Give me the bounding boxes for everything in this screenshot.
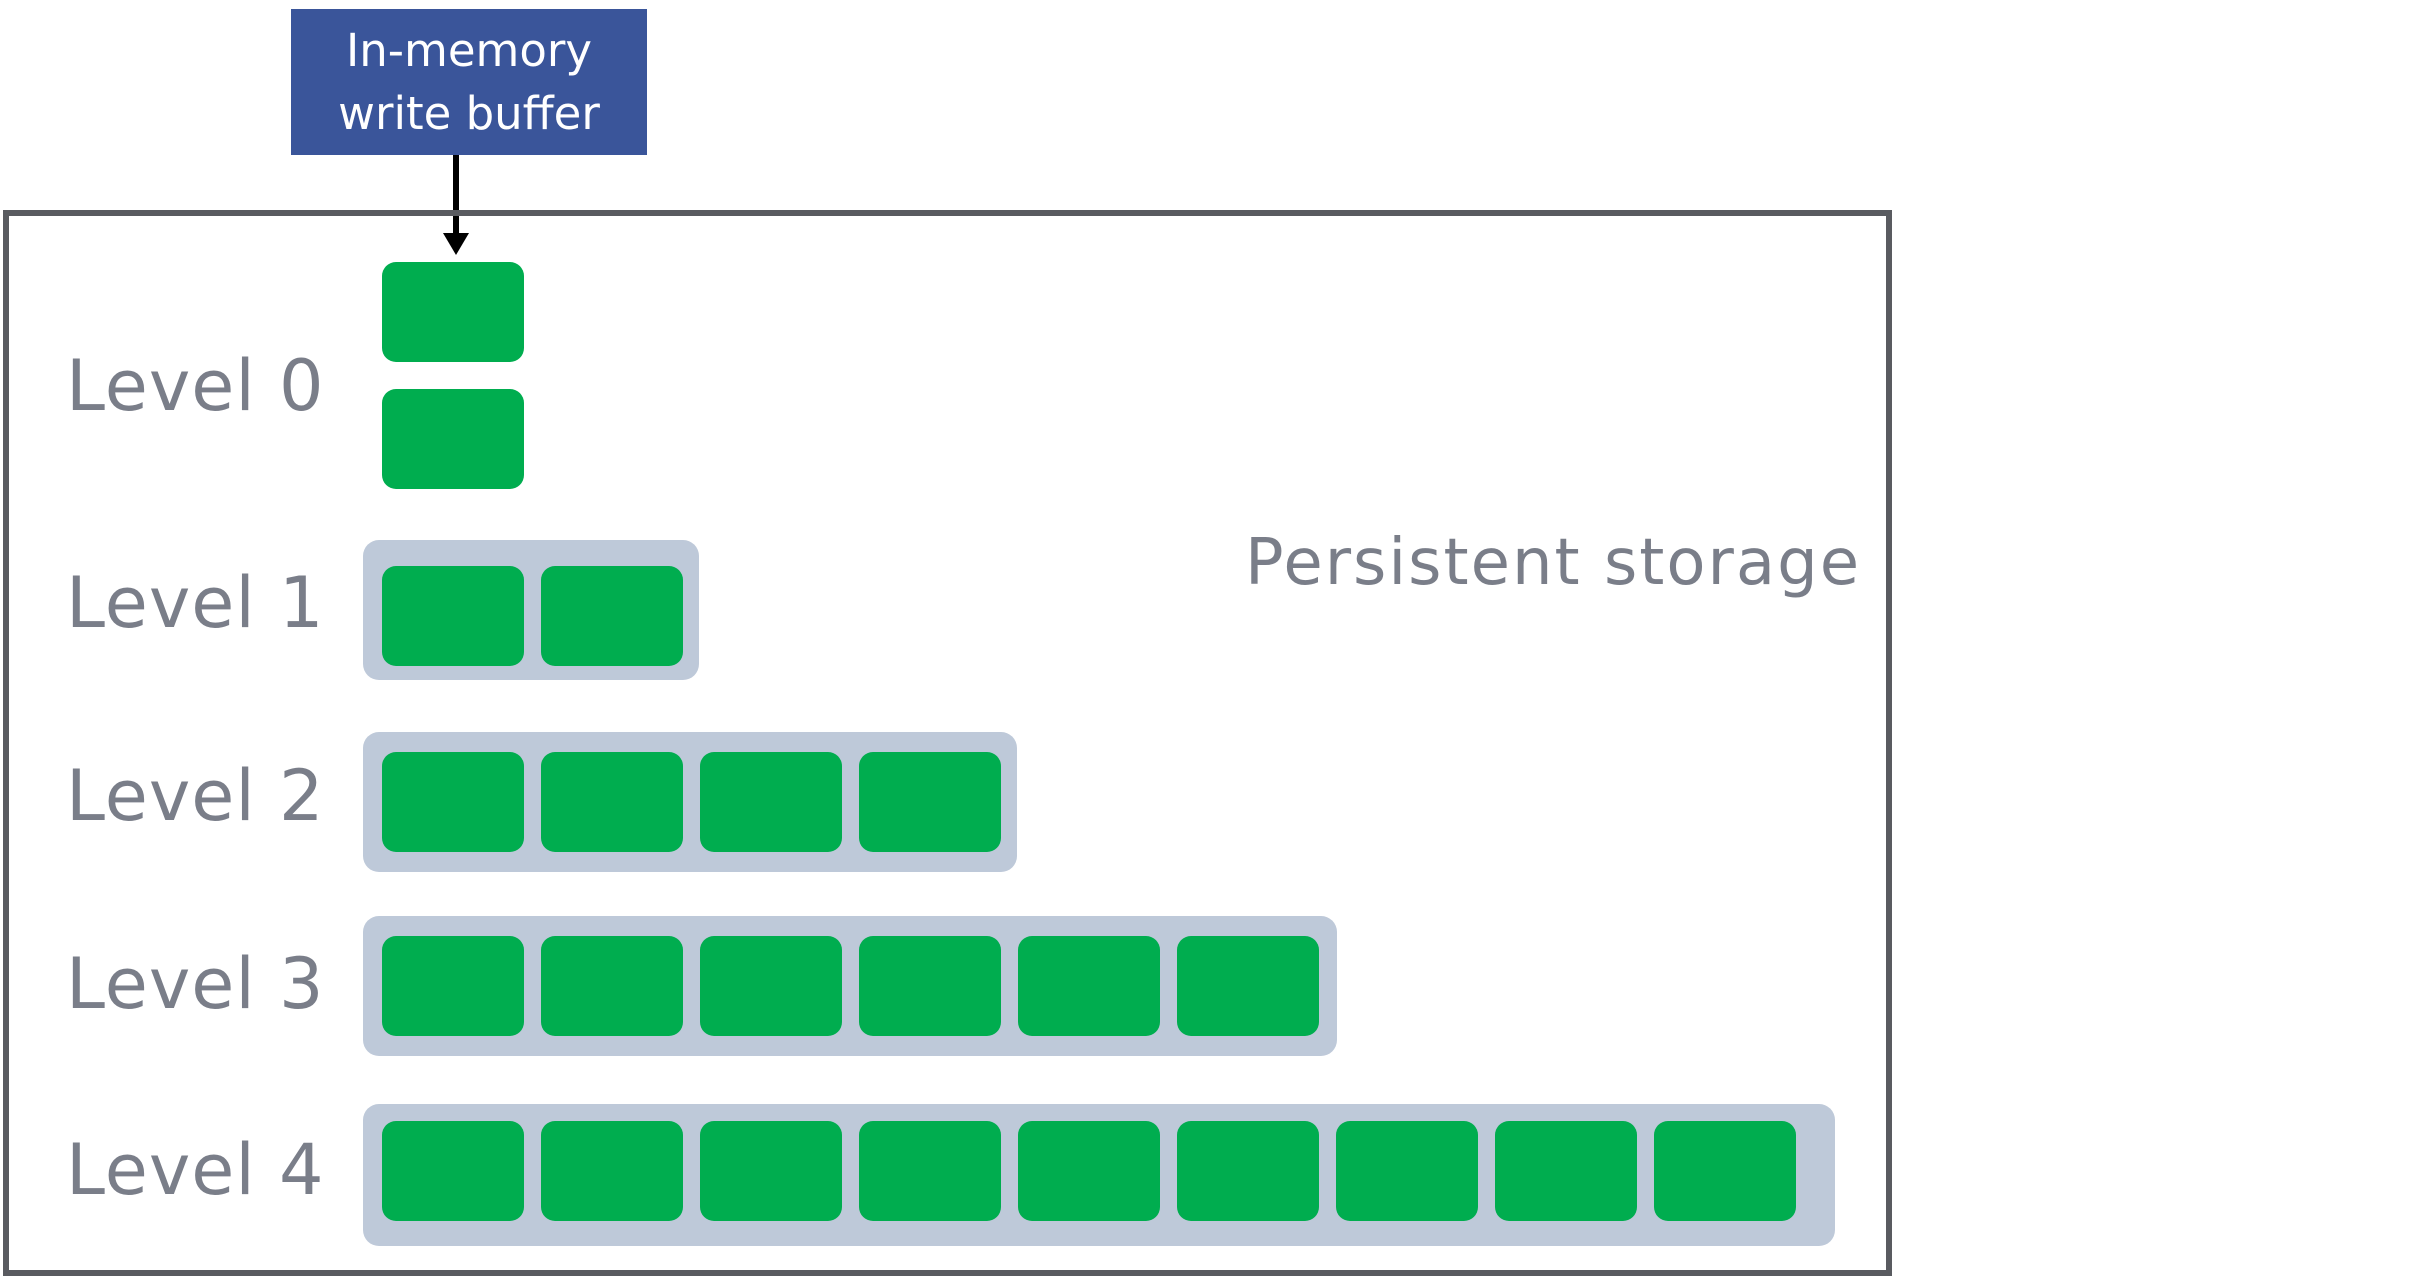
level-3-sstable [1018,936,1160,1036]
level-4-sstable [1336,1121,1478,1221]
level-2-sstable [700,752,842,852]
level-3-sstable [700,936,842,1036]
level-0-sstable [382,262,524,362]
level-4-sstable [1654,1121,1796,1221]
level-2-label: Level 2 [66,755,325,837]
level-4-sstable [1018,1121,1160,1221]
level-3-sstable [382,936,524,1036]
level-2-sstable [382,752,524,852]
persistent-storage-box [3,210,1892,1276]
level-2-sstable [541,752,683,852]
write-buffer-line1: In-memory [345,24,593,77]
level-0-label: Level 0 [66,345,325,427]
level-3-sstable [859,936,1001,1036]
level-4-label: Level 4 [66,1129,325,1211]
level-3-run [363,916,1337,1056]
write-buffer-box: In-memory write buffer [291,9,647,155]
write-buffer-line2: write buffer [338,87,600,140]
level-3-label: Level 3 [66,943,325,1025]
level-1-sstable [382,566,524,666]
level-3-sstable [541,936,683,1036]
persistent-storage-label: Persistent storage [1245,526,1862,600]
flush-arrow-line [453,155,459,235]
level-4-sstable [700,1121,842,1221]
level-4-sstable [1177,1121,1319,1221]
level-1-label: Level 1 [66,562,325,644]
level-4-sstable [382,1121,524,1221]
level-4-sstable [541,1121,683,1221]
level-1-sstable [541,566,683,666]
level-4-sstable [859,1121,1001,1221]
level-4-sstable [1495,1121,1637,1221]
level-3-sstable [1177,936,1319,1036]
level-0-sstable [382,389,524,489]
level-2-sstable [859,752,1001,852]
flush-arrow-head [443,233,469,255]
